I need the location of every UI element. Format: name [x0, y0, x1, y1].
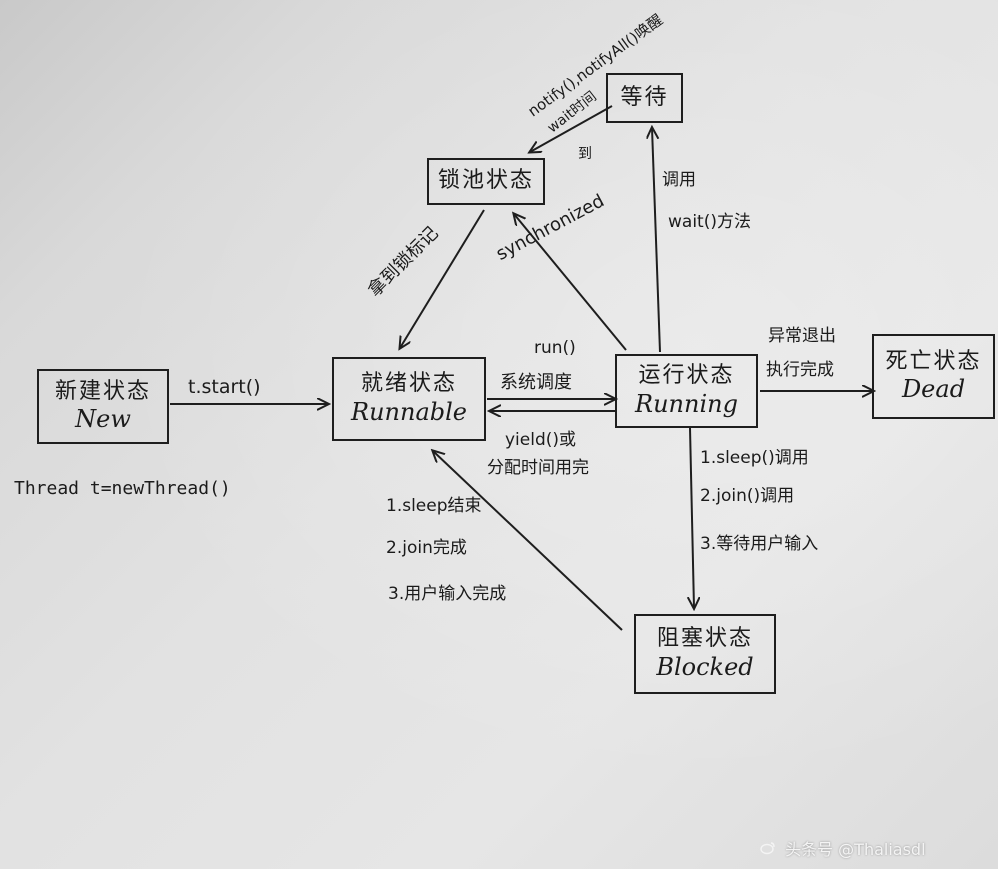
watermark-text: 头条号 @Thaliasdl [785, 840, 926, 859]
label-block-reason-3: 3.等待用户输入 [700, 534, 819, 554]
arrow-lock-to-runnable [400, 209, 485, 348]
label-yield-line1: yield()或 [505, 430, 577, 450]
state-blocked: 阻塞状态 Blocked [634, 614, 776, 694]
label-unblock-reason-1: 1.sleep结束 [386, 496, 482, 516]
state-waiting: 等待 [606, 73, 683, 123]
label-wait-call-line1: 调用 [662, 170, 696, 190]
arrow-blocked-to-runnable [433, 451, 623, 631]
state-runnable: 就绪状态 Runnable [332, 357, 486, 441]
state-waiting-zh: 等待 [620, 84, 669, 110]
state-new-zh: 新建状态 [54, 378, 151, 404]
state-dead: 死亡状态 Dead [872, 334, 995, 419]
state-blocked-zh: 阻塞状态 [656, 626, 753, 652]
state-new-en: New [75, 405, 131, 434]
state-dead-zh: 死亡状态 [885, 348, 982, 374]
watermark: 头条号 @Thaliasdl [760, 836, 926, 860]
arrow-running-to-lock [514, 214, 627, 351]
state-running-zh: 运行状态 [638, 363, 735, 389]
label-unblock-reason-2: 2.join完成 [386, 538, 467, 558]
arrow-running-to-waiting [652, 128, 661, 353]
arrow-waiting-to-lock [530, 105, 613, 152]
label-wait-timeout-line2: 到 [578, 146, 592, 162]
label-yield-line2: 分配时间用完 [487, 458, 589, 478]
state-dead-en: Dead [901, 375, 966, 404]
label-run-line1: run() [534, 338, 576, 358]
weibo-icon [760, 840, 776, 859]
label-block-reason-2: 2.join()调用 [700, 486, 795, 506]
state-runnable-en: Runnable [351, 397, 467, 426]
state-lock-pool: 锁池状态 [427, 158, 545, 205]
arrow-running-to-blocked [690, 427, 694, 608]
label-run-line2: 系统调度 [500, 372, 572, 393]
state-running-en: Running [635, 389, 738, 418]
state-new: 新建状态 New [37, 369, 169, 444]
label-exception-line2: 执行完成 [766, 360, 834, 380]
label-unblock-reason-3: 3.用户输入完成 [388, 584, 507, 604]
label-block-reason-1: 1.sleep()调用 [700, 448, 809, 468]
label-exception-line1: 异常退出 [768, 326, 836, 346]
state-running: 运行状态 Running [615, 354, 758, 428]
label-start: t.start() [188, 376, 261, 398]
label-wait-call-line2: wait()方法 [668, 212, 751, 232]
state-lock-pool-zh: 锁池状态 [437, 168, 534, 194]
label-thread-create: Thread t=newThread() [14, 478, 231, 499]
state-runnable-zh: 就绪状态 [360, 371, 457, 397]
state-blocked-en: Blocked [656, 652, 754, 681]
